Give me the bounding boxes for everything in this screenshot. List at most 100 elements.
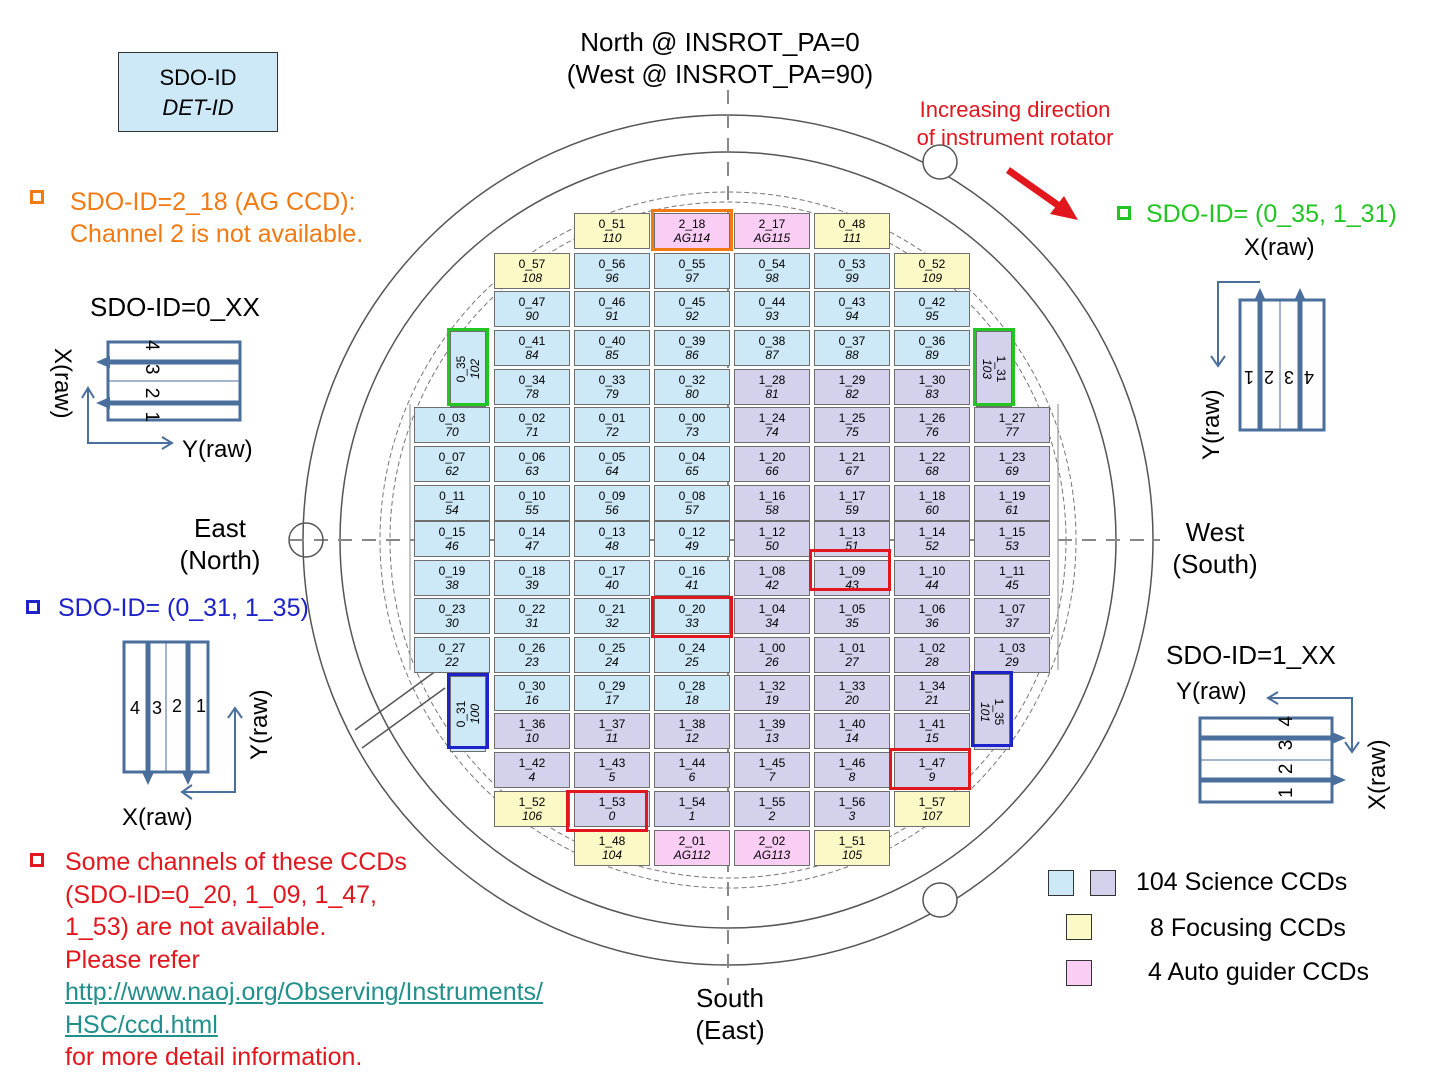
ccd-det-id: 51 (845, 539, 859, 553)
inset-green-ch1: 1 (1244, 367, 1255, 387)
ccd-sdo-id: 1_38 (678, 717, 706, 731)
ccd-det-id: 55 (525, 503, 539, 517)
green-note: SDO-ID= (0_35, 1_31) (1146, 200, 1397, 228)
inset-green-ch4: 4 (1304, 367, 1315, 387)
ccd-det-id: 58 (765, 503, 779, 517)
ccd-det-id: 88 (845, 348, 859, 362)
inset-blue-ch3: 3 (152, 698, 163, 718)
ccd-det-id: 76 (925, 425, 939, 439)
ccd-det-id: 103 (980, 358, 994, 380)
ccd-sdo-id: 1_22 (918, 450, 946, 464)
ccd-info-link[interactable]: http://www.naoj.org/Observing/Instrument… (65, 978, 543, 1006)
ccd-det-id: 73 (685, 425, 699, 439)
ccd-det-id: 78 (525, 387, 539, 401)
ccd-sdo-id: 0_43 (838, 295, 866, 309)
ccd-sdo-id: 1_05 (838, 602, 866, 616)
ccd-det-id: AG115 (753, 231, 791, 245)
ccd-info-link-cont[interactable]: HSC/ccd.html (65, 1010, 218, 1039)
ccd-sdo-id: 0_40 (598, 334, 626, 348)
ccd-sdo-id: 1_16 (758, 489, 786, 503)
ccd-sdo-id: 0_26 (518, 641, 546, 655)
inset-0xx-title: SDO-ID=0_XX (90, 292, 260, 322)
ccd-sdo-id: 1_43 (598, 756, 626, 770)
green-note-marker (1117, 206, 1131, 220)
ccd-det-id: 21 (925, 693, 939, 707)
ccd-det-id: 28 (925, 655, 939, 669)
key-box: SDO-ID DET-ID (118, 52, 278, 132)
orange-note-line1: SDO-ID=2_18 (AG CCD): (70, 188, 356, 216)
ccd-det-id: 66 (765, 464, 779, 478)
ccd-det-id: 75 (845, 425, 859, 439)
inset-green-diagram (1210, 281, 1326, 432)
ccd-sdo-id: 1_12 (758, 525, 786, 539)
ccd-det-id: 19 (765, 693, 779, 707)
ccd-det-id: 108 (521, 271, 543, 285)
ccd-sdo-id: 0_38 (758, 334, 786, 348)
west-sub-text: (South) (1172, 549, 1258, 579)
ccd-sdo-id: 1_23 (998, 450, 1026, 464)
red-note-line4: Please refer (65, 945, 200, 974)
orange-note-line2: Channel 2 is not available. (70, 220, 364, 248)
ccd-det-id: 33 (685, 616, 699, 630)
ccd-sdo-id: 1_48 (598, 834, 626, 848)
inset-1xx-channels: 1 2 3 4 (1276, 711, 1297, 798)
inset-green-ch3: 3 (1284, 367, 1295, 387)
legend-science-label: 104 Science CCDs (1136, 868, 1348, 896)
ccd-det-id: 67 (845, 464, 859, 478)
ccd-sdo-id: 1_57 (918, 795, 946, 809)
ccd-sdo-id: 1_55 (758, 795, 786, 809)
ccd-det-id: 52 (925, 539, 939, 553)
ccd-det-id: 85 (605, 348, 619, 362)
